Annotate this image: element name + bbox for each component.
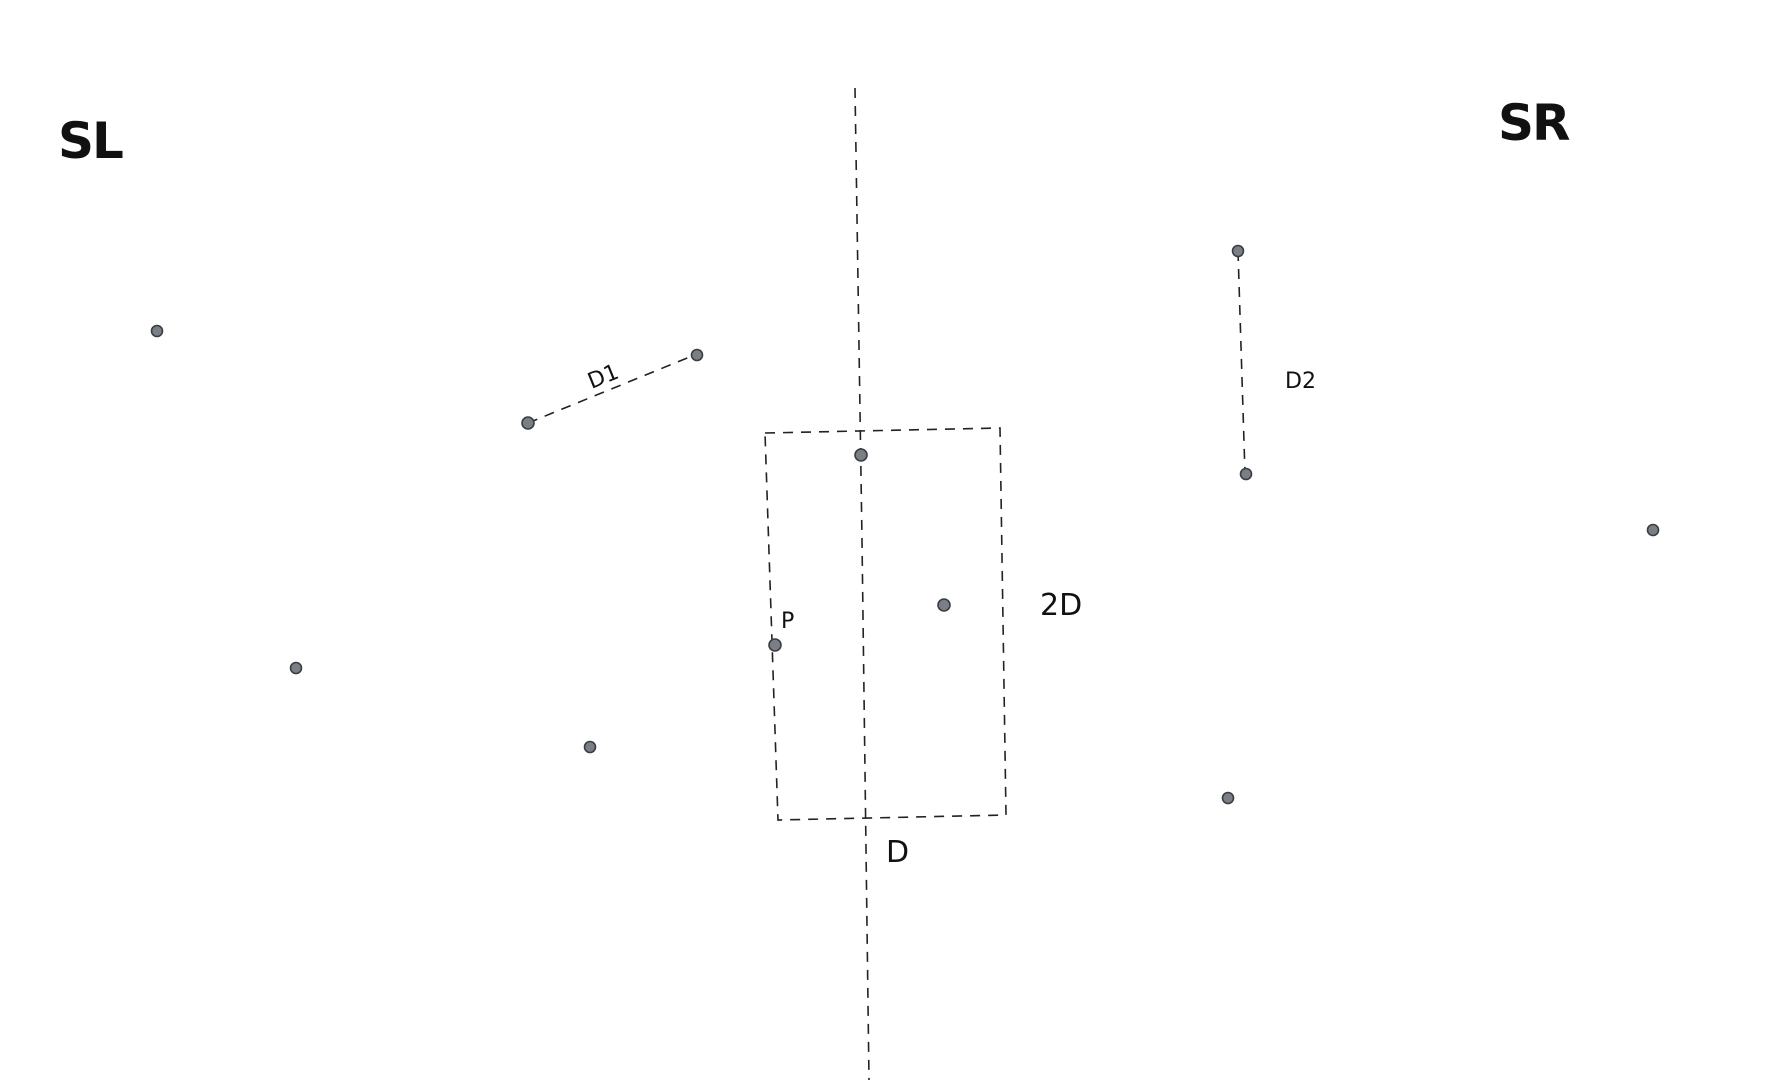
- center-line: [854, 87, 870, 1080]
- label-d2: D2: [1285, 369, 1316, 394]
- d2-segment: [1237, 250, 1246, 475]
- dot-2: [521, 416, 535, 430]
- label-2d: 2D: [1040, 588, 1082, 623]
- d1-segment: [527, 353, 698, 424]
- label-stage-right: SR: [1498, 94, 1570, 152]
- dot-10: [1239, 467, 1253, 481]
- label-d: D: [886, 835, 909, 870]
- dot-6: [854, 448, 868, 462]
- dot-1: [150, 324, 164, 338]
- dot-9: [1231, 244, 1245, 258]
- dot-5: [583, 740, 597, 754]
- label-p: P: [781, 609, 794, 634]
- dot-4: [289, 661, 303, 675]
- dot-8: [768, 638, 782, 652]
- dot-11: [1646, 523, 1660, 537]
- label-d1: D1: [584, 360, 622, 395]
- label-stage-left: SL: [58, 112, 123, 170]
- dot-3: [690, 348, 704, 362]
- dot-7: [937, 598, 951, 612]
- dot-12: [1221, 791, 1235, 805]
- dashed-rectangle: [764, 427, 1007, 821]
